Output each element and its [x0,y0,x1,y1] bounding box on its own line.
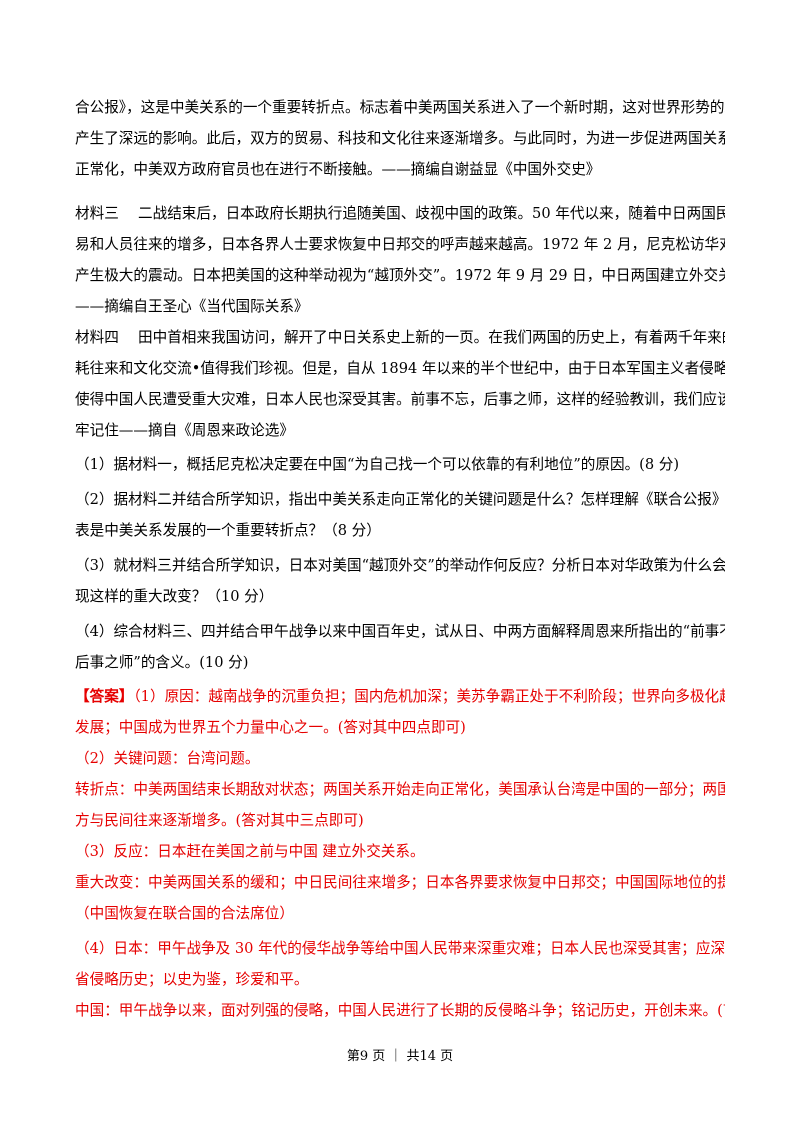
question-3-line-2: 现这样的重大改变？（10 分） [75,588,274,605]
answer-line-5: 方与民间往来逐渐增多。(答对其中三点即可) [75,812,364,829]
answer-line-3: （2）关键问题：台湾问题。 [75,750,260,767]
question-4-line-2: 后事之师”的含义。(10 分) [75,654,249,671]
answer-line-7: 重大改变：中美两国关系的缓和；中日民间往来增多；日本各界要求恢复中日邦交；中国国… [75,874,725,891]
answer-line-9: （4）日本：甲午战争及 30 年代的侵华战争等给中国人民带来深重灾难；日本人民也… [75,940,725,957]
material4-line-3: 使得中国人民遭受重大灾难，日本人民也深受其害。前事不忘，后事之师，这样的经验教训… [75,391,725,408]
question-2-line-1: （2）据材料二并结合所学知识，指出中美关系走向正常化的关键问题是什么？怎样理解《… [75,491,725,508]
material3-line-3: 产生极大的震动。日本把美国的这种举动视为“越顶外交”。1972 年 9 月 29… [75,267,725,284]
answer-line-4: 转折点：中美两国结束长期敌对状态；两国关系开始走向正常化，美国承认台湾是中国的一… [75,781,725,798]
material2-line-1: 合公报》，这是中美关系的一个重要转折点。标志着中美两国关系进入了一个新时期，这对… [75,99,725,116]
question-1: （1）据材料一，概括尼克松决定要在中国“为自己找一个可以依靠的有利地位”的原因。… [75,456,680,473]
answer-line-10: 省侵略历史；以史为鉴，珍爱和平。 [75,971,309,988]
material2-line-2: 产生了深远的影响。此后，双方的贸易、科技和文化往来逐渐增多。与此同时，为进一步促… [75,130,725,147]
material3-line-1: 材料三 二战结束后，日本政府长期执行追随美国、歧视中国的政策。50 年代以来，随… [75,205,725,222]
material3-line-2: 易和人员往来的增多，日本各界人士要求恢复中日邦交的呼声越来越高。1972 年 2… [75,236,725,253]
answer-line-1: 【答案】（1）原因：越南战争的沉重负担；国内危机加深；美苏争霸正处于不利阶段；世… [75,686,725,708]
answer-line-6: （3）反应：日本赶在美国之前与中国 建立外交关系。 [75,843,425,860]
answer-1-text: （1）原因：越南战争的沉重负担；国内危机加深；美苏争霸正处于不利阶段；世界向多极… [133,688,725,705]
question-4-line-1: （4）综合材料三、四并结合甲午战争以来中国百年史，试从日、中两方面解释周恩来所指… [75,623,725,640]
page-footer: 第9 页 ｜ 共14 页 [346,1049,454,1064]
material4-line-4: 牢记住——摘自《周恩来政论选》 [75,422,294,439]
question-3-line-1: （3）就材料三并结合所学知识，日本对美国“越顶外交”的举动作何反应？分析日本对华… [75,557,725,574]
answer-line-2: 发展；中国成为世界五个力量中心之一。(答对其中四点即可) [75,719,466,736]
answer-tag: 【答案】 [75,688,134,705]
answer-line-11: 中国：甲午战争以来，面对列强的侵略，中国人民进行了长期的反侵略斗争；铭记历史，开… [75,1002,725,1019]
material3-line-4: ——摘编自王圣心《当代国际关系》 [75,298,309,315]
answer-line-8: （中国恢复在联合国的合法席位） [75,905,294,922]
question-2-line-2: 表是中美关系发展的一个重要转折点？（8 分） [75,522,381,539]
material4-line-2: 耗往来和文化交流•值得我们珍视。但是，自从 1894 年以来的半个世纪中，由于日… [75,360,725,377]
material2-line-3: 正常化，中美双方政府官员也在进行不断接触。——摘编自谢益显《中国外交史》 [75,161,601,178]
material4-line-1: 材料四 田中首相来我国访问，解开了中日关系史上新的一页。在我们两国的历史上，有着… [75,329,725,346]
